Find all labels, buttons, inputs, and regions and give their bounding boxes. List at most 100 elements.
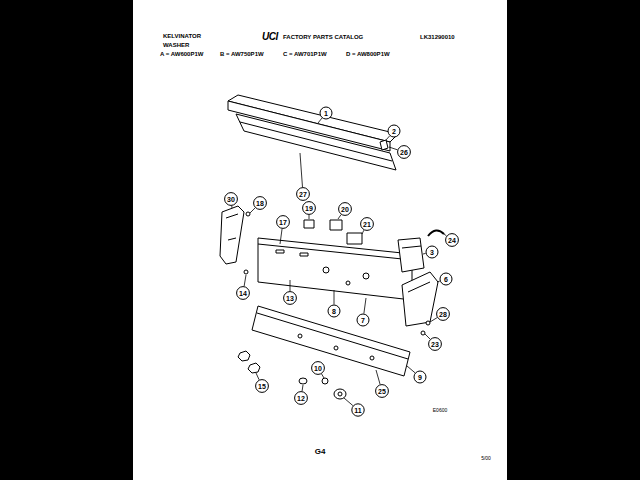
callout-number: 17 xyxy=(279,219,287,226)
callout-number: 1 xyxy=(324,110,328,117)
callout-number: 8 xyxy=(332,308,336,315)
switch xyxy=(347,233,362,244)
panel-hole xyxy=(346,281,350,285)
leader-line xyxy=(290,280,291,291)
timer xyxy=(398,238,424,272)
callout-number: 9 xyxy=(418,374,422,381)
header-text: D = AW800P1W xyxy=(346,51,390,57)
knob xyxy=(248,363,260,373)
callout-number: 10 xyxy=(314,365,322,372)
page-number: G4 xyxy=(315,448,326,456)
callout-circle xyxy=(256,380,269,393)
callout-number: 18 xyxy=(256,200,264,207)
callout-circle xyxy=(328,305,340,317)
callout-circle xyxy=(426,246,438,258)
exploded-view xyxy=(220,95,444,399)
callout-number: 24 xyxy=(448,237,456,244)
figure-code: E0600 xyxy=(433,408,447,413)
callout-circle xyxy=(312,362,325,375)
callout-number: 27 xyxy=(299,191,307,198)
callout-circle xyxy=(277,216,290,229)
plate-edge xyxy=(240,122,392,161)
knob xyxy=(322,378,328,384)
callout-circle xyxy=(398,146,411,159)
callout-circle xyxy=(237,287,250,300)
leader-line xyxy=(244,275,246,286)
leader-line xyxy=(256,373,259,380)
leader-line xyxy=(250,208,255,213)
cap-detail xyxy=(408,282,430,292)
callout-circle xyxy=(284,292,297,305)
leader-line xyxy=(386,136,390,140)
callout-circle xyxy=(376,385,389,398)
callout-circle xyxy=(361,218,374,231)
leader-line xyxy=(364,298,366,314)
callout-number: 23 xyxy=(431,341,439,348)
panel-hole xyxy=(298,334,302,338)
leader-line xyxy=(322,374,324,378)
leader-line xyxy=(444,234,446,236)
leader-line xyxy=(437,281,440,283)
callout-circle xyxy=(446,234,459,247)
header-text: LK31290010 xyxy=(420,34,455,40)
bracket-detail xyxy=(226,214,238,218)
trim-plate xyxy=(236,114,396,170)
callout-number: 20 xyxy=(341,206,349,213)
knob xyxy=(299,378,307,384)
leader-line xyxy=(376,370,380,384)
header-text: C = AW701P1W xyxy=(283,51,327,57)
callout-circle xyxy=(437,308,450,321)
callout-number: 11 xyxy=(354,407,361,414)
leader-line xyxy=(407,366,415,373)
callout-number: 13 xyxy=(286,295,294,302)
leader-line xyxy=(338,215,341,219)
callout-circle xyxy=(357,314,369,326)
callout-circle xyxy=(295,392,308,405)
callout-circle xyxy=(297,188,310,201)
screw xyxy=(246,212,250,216)
wire-harness xyxy=(428,230,444,236)
panel-hole xyxy=(370,356,374,360)
control-panel xyxy=(258,238,412,300)
header-text: A = AW600P1W xyxy=(160,51,203,57)
knob-center xyxy=(338,392,342,396)
leader-line xyxy=(344,398,353,406)
lower-panel xyxy=(252,306,410,376)
panel-slot xyxy=(276,250,284,253)
leader-line xyxy=(423,253,426,255)
callout-circle xyxy=(440,273,452,285)
callout-number: 7 xyxy=(361,317,365,324)
end-bracket xyxy=(220,206,244,264)
callout-circle xyxy=(339,203,352,216)
callout-number: 19 xyxy=(305,205,313,212)
callout-number: 14 xyxy=(239,290,247,297)
screw xyxy=(244,270,248,274)
leader-line xyxy=(231,206,232,208)
leader-line xyxy=(300,153,302,187)
end-cap xyxy=(402,272,438,326)
timer-detail xyxy=(402,246,421,248)
bracket-detail xyxy=(228,238,236,240)
leader-line xyxy=(302,385,304,391)
callout-number: 26 xyxy=(400,149,408,156)
panel-slot xyxy=(300,253,308,256)
leader-line xyxy=(280,229,282,244)
callout-number: 21 xyxy=(363,221,371,228)
callout-circle xyxy=(303,202,316,215)
callout-number: 2 xyxy=(392,128,396,135)
header-text: KELVINATOR xyxy=(163,33,201,39)
panel-edge xyxy=(258,244,412,260)
leader-line xyxy=(362,230,364,234)
paper-sheet xyxy=(133,0,507,480)
callout-circle xyxy=(414,371,426,383)
switch xyxy=(330,220,342,230)
callout-circle xyxy=(429,338,442,351)
callout-number: 6 xyxy=(444,276,448,283)
leader-line xyxy=(430,318,437,322)
callout-circle xyxy=(320,107,332,119)
header-text: WASHER xyxy=(163,42,189,48)
leader-line xyxy=(389,147,397,150)
